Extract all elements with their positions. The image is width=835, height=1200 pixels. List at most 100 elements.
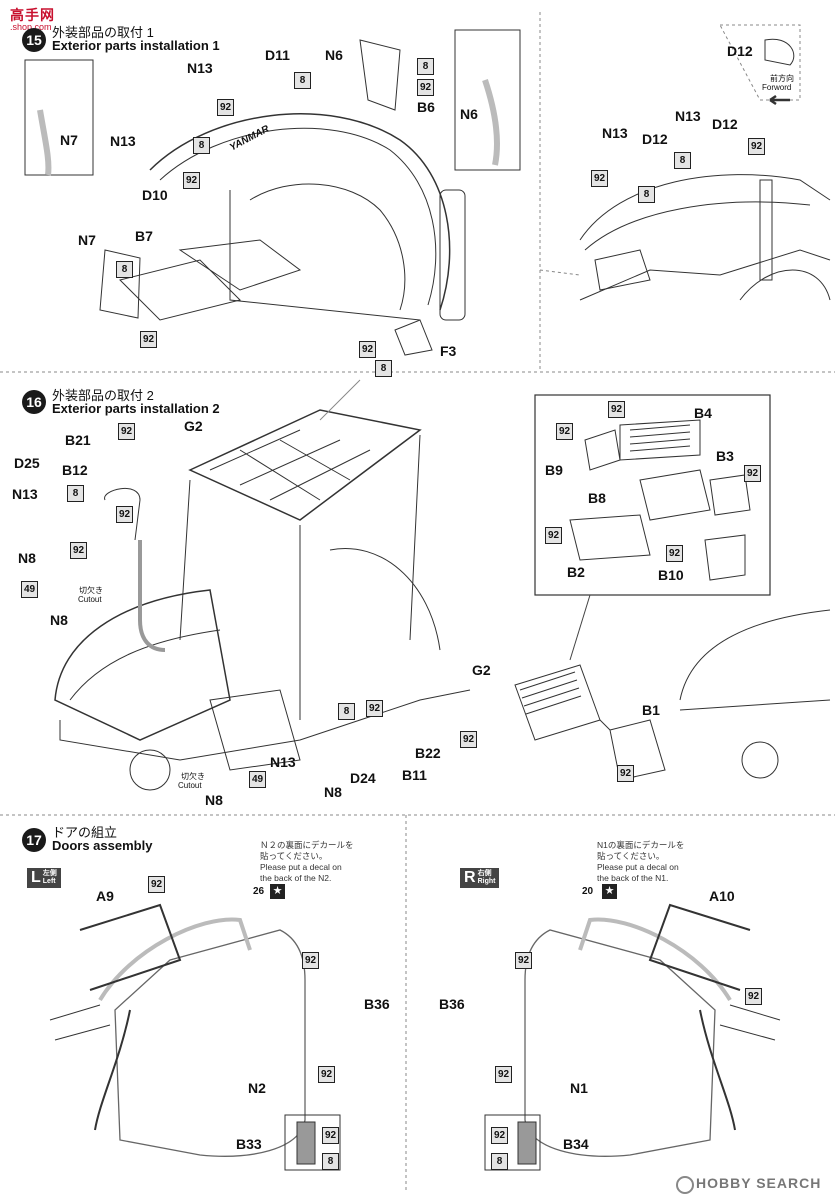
decal-number: 20 bbox=[582, 886, 594, 897]
part-label: N6 bbox=[460, 106, 478, 122]
part-label: B34 bbox=[563, 1136, 589, 1152]
left-badge-en: Left bbox=[42, 877, 56, 885]
part-label: N7 bbox=[78, 232, 96, 248]
paint-code-box: 8 bbox=[674, 152, 691, 169]
paint-code-box: 8 bbox=[375, 360, 392, 377]
part-label: B21 bbox=[65, 432, 91, 448]
cutout-note-jp: 切欠き bbox=[79, 586, 103, 595]
paint-code-box: 92 bbox=[748, 138, 765, 155]
paint-code-box: 49 bbox=[21, 581, 38, 598]
star-icon: ★ bbox=[602, 884, 617, 899]
step-title-en: Exterior parts installation 2 bbox=[52, 401, 220, 416]
part-label: G2 bbox=[472, 662, 491, 678]
part-label: N13 bbox=[270, 754, 296, 770]
part-label: B1 bbox=[642, 702, 660, 718]
part-label: N8 bbox=[50, 612, 68, 628]
paint-code-box: 92 bbox=[666, 545, 683, 562]
site-logo-sub: .shop.com bbox=[10, 22, 52, 32]
paint-code-box: 92 bbox=[545, 527, 562, 544]
part-label: B12 bbox=[62, 462, 88, 478]
paint-code-box: 92 bbox=[366, 700, 383, 717]
decal-note-left: Ｎ２の裏面にデカールを 貼ってください。 Please put a decal … bbox=[260, 840, 354, 884]
paint-code-box: 92 bbox=[140, 331, 157, 348]
step-number: 16 bbox=[22, 390, 46, 414]
part-label: B6 bbox=[417, 99, 435, 115]
step-title-jp: 外装部品の取付 1 bbox=[52, 25, 154, 40]
paint-code-box: 92 bbox=[608, 401, 625, 418]
paint-code-box: 8 bbox=[67, 485, 84, 502]
paint-code-box: 92 bbox=[359, 341, 376, 358]
part-label: N13 bbox=[602, 125, 628, 141]
step-number: 15 bbox=[22, 28, 46, 52]
decal-note-right: N1の裏面にデカールを 貼ってください。 Please put a decal … bbox=[597, 840, 684, 884]
part-label: B22 bbox=[415, 745, 441, 761]
paint-code-box: 92 bbox=[460, 731, 477, 748]
part-label: A10 bbox=[709, 888, 735, 904]
paint-code-box: 92 bbox=[417, 79, 434, 96]
note-line: Please put a decal on bbox=[260, 862, 342, 872]
part-label: D24 bbox=[350, 770, 376, 786]
part-label: B36 bbox=[364, 996, 390, 1012]
part-label: B3 bbox=[716, 448, 734, 464]
step-title-jp: ドアの組立 bbox=[52, 825, 118, 840]
star-icon: ★ bbox=[270, 884, 285, 899]
part-label: D12 bbox=[642, 131, 668, 147]
paint-code-box: 8 bbox=[294, 72, 311, 89]
paint-code-box: 8 bbox=[193, 137, 210, 154]
paint-code-box: 92 bbox=[591, 170, 608, 187]
paint-code-box: 92 bbox=[491, 1127, 508, 1144]
note-line: 貼ってください。 bbox=[597, 851, 665, 861]
part-label: N13 bbox=[12, 486, 38, 502]
paint-code-box: 92 bbox=[118, 423, 135, 440]
cutout-note-jp: 切欠き bbox=[181, 772, 205, 781]
paint-code-box: 8 bbox=[116, 261, 133, 278]
paint-code-box: 92 bbox=[617, 765, 634, 782]
decal-number: 26 bbox=[253, 886, 265, 897]
part-label: N6 bbox=[325, 47, 343, 63]
paint-code-box: 92 bbox=[318, 1066, 335, 1083]
right-badge-letter: R bbox=[464, 869, 476, 886]
step-title-en: Exterior parts installation 1 bbox=[52, 38, 220, 53]
part-label: N1 bbox=[570, 1080, 588, 1096]
step-title-jp: 外装部品の取付 2 bbox=[52, 388, 154, 403]
paint-code-box: 92 bbox=[495, 1066, 512, 1083]
part-label: B36 bbox=[439, 996, 465, 1012]
part-label: D12 bbox=[727, 43, 753, 59]
note-line: the back of the N1. bbox=[597, 873, 669, 883]
part-label: N13 bbox=[187, 60, 213, 76]
paint-code-box: 92 bbox=[116, 506, 133, 523]
part-label: D25 bbox=[14, 455, 40, 471]
part-label: N13 bbox=[675, 108, 701, 124]
paint-code-box: 92 bbox=[515, 952, 532, 969]
part-label: A9 bbox=[96, 888, 114, 904]
part-label: N8 bbox=[324, 784, 342, 800]
part-label: B10 bbox=[658, 567, 684, 583]
forward-label-jp: 前方向 bbox=[770, 74, 794, 83]
paint-code-box: 8 bbox=[322, 1153, 339, 1170]
part-label: B4 bbox=[694, 405, 712, 421]
part-label: D11 bbox=[265, 47, 290, 63]
paint-code-box: 8 bbox=[491, 1153, 508, 1170]
hobby-search-watermark: HOBBY SEARCH bbox=[696, 1175, 822, 1191]
part-label: N13 bbox=[110, 133, 136, 149]
part-label: D12 bbox=[712, 116, 738, 132]
part-label: B2 bbox=[567, 564, 585, 580]
part-label: N8 bbox=[205, 792, 223, 808]
paint-code-box: 92 bbox=[556, 423, 573, 440]
right-badge-en: Right bbox=[477, 877, 496, 885]
part-label: B8 bbox=[588, 490, 606, 506]
hobby-search-icon bbox=[676, 1176, 694, 1194]
paint-code-box: 8 bbox=[338, 703, 355, 720]
part-label: D10 bbox=[142, 187, 168, 203]
paint-code-box: 92 bbox=[70, 542, 87, 559]
paint-code-box: 8 bbox=[638, 186, 655, 203]
part-label: B33 bbox=[236, 1136, 262, 1152]
part-label: N8 bbox=[18, 550, 36, 566]
note-line: Ｎ２の裏面にデカールを bbox=[260, 840, 354, 850]
note-line: N1の裏面にデカールを bbox=[597, 840, 685, 850]
step-title-en: Doors assembly bbox=[52, 838, 153, 853]
note-line: the back of the N2. bbox=[260, 873, 332, 883]
left-badge-jp: 左側 bbox=[42, 869, 57, 877]
